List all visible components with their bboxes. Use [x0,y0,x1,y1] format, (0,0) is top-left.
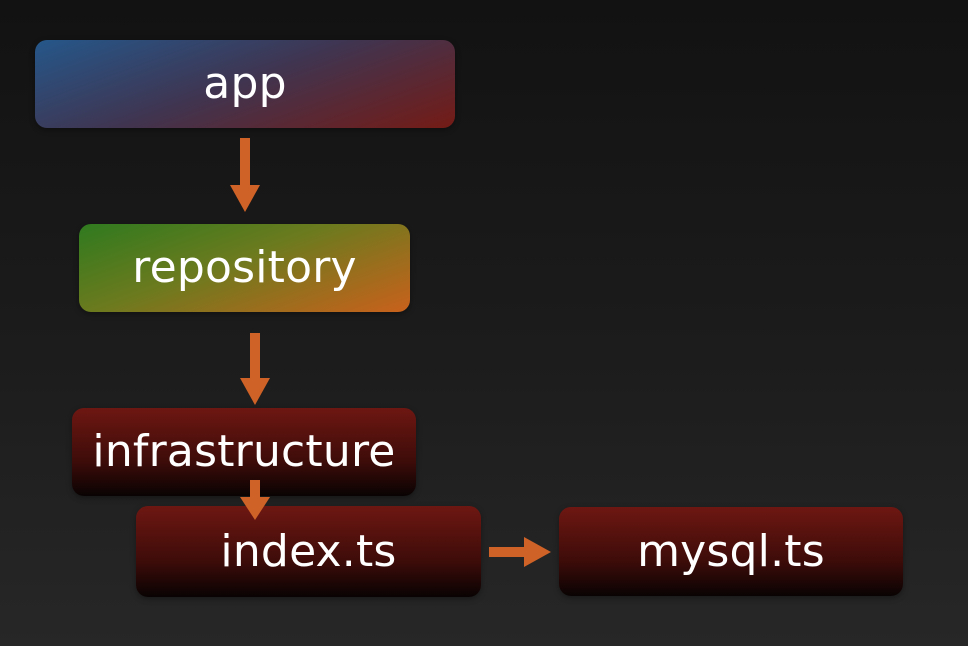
mysql-ts-node: mysql.ts [559,507,903,596]
arrow-repository-to-infrastructure [240,333,270,405]
arrow-index-ts-to-mysql-ts [489,537,551,567]
app-node: app [35,40,455,128]
mysql-ts-node-label: mysql.ts [637,525,825,577]
infrastructure-node: infrastructure [72,408,416,496]
index-ts-node-label: index.ts [220,525,397,577]
app-node-label: app [203,58,287,109]
infrastructure-node-label: infrastructure [92,426,396,477]
repository-node-label: repository [132,242,357,293]
index-ts-node: index.ts [136,506,481,597]
arrow-app-to-repository [230,138,260,212]
repository-node: repository [79,224,410,312]
